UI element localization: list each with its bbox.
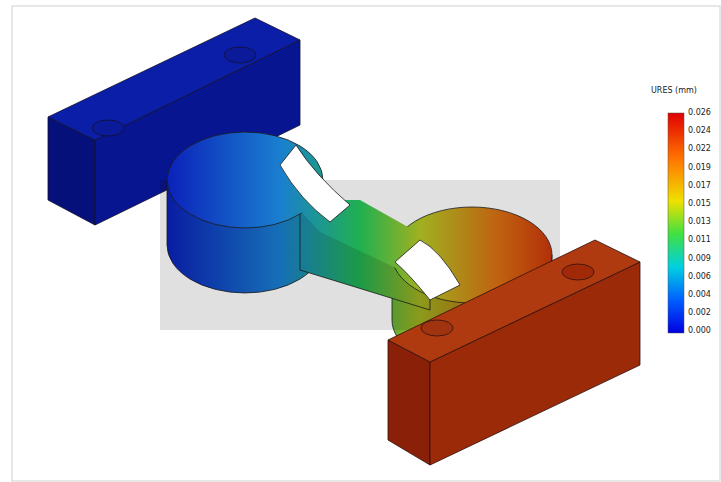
scale-value: 0.022 [688, 145, 711, 153]
right-mount-block [388, 240, 640, 465]
scale-value: 0.006 [688, 273, 711, 281]
scale-value: 0.004 [688, 291, 711, 299]
scale-value: 0.017 [688, 182, 711, 190]
scale-title: URES (mm) [651, 87, 697, 95]
scale-value: 0.024 [688, 127, 711, 135]
scale-value: 0.015 [688, 200, 711, 208]
scale-value: 0.019 [688, 164, 711, 172]
scale-value: 0.002 [688, 309, 711, 317]
frame [12, 6, 720, 481]
scale-value: 0.009 [688, 255, 711, 263]
scale-value: 0.013 [688, 218, 711, 226]
scale-value: 0.026 [688, 109, 711, 117]
color-scale-bar [668, 113, 684, 333]
scale-value: 0.000 [688, 327, 711, 335]
scale-value: 0.011 [688, 236, 711, 244]
